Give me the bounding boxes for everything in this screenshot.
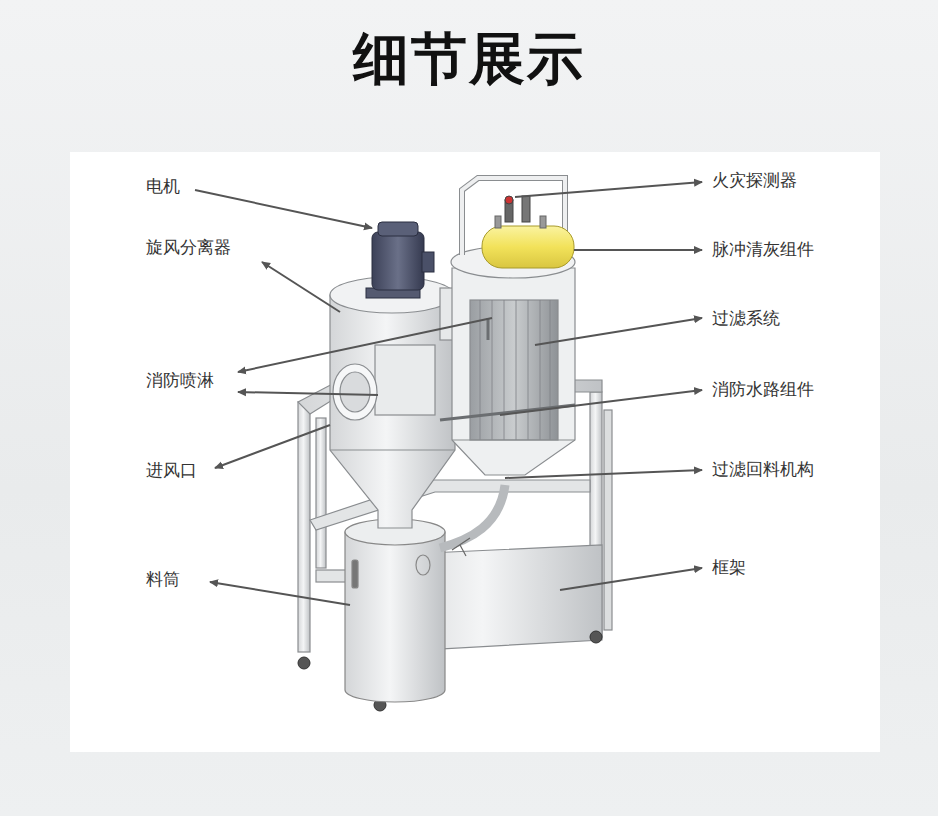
part-label: 脉冲清灰组件 xyxy=(712,239,814,259)
part-label: 料筒 xyxy=(146,569,180,589)
return-valve xyxy=(452,538,470,556)
part-label: 电机 xyxy=(146,176,180,196)
cyclone-separator xyxy=(330,277,455,528)
part-label: 消防喷淋 xyxy=(146,370,214,390)
page-title: 细节展示 xyxy=(0,22,938,98)
part-label: 火灾探测器 xyxy=(712,170,797,190)
part-label: 进风口 xyxy=(146,460,197,480)
fire-water-pipe xyxy=(440,318,575,420)
part-label: 框架 xyxy=(712,557,746,577)
fire-detector xyxy=(505,196,530,222)
part-label: 消防水路组件 xyxy=(712,379,814,399)
part-label: 旋风分离器 xyxy=(146,237,231,257)
wheels xyxy=(298,631,602,711)
return-hose xyxy=(440,485,505,548)
part-label: 过滤系统 xyxy=(712,308,780,328)
filter-housing xyxy=(451,178,575,475)
part-label: 过滤回料机构 xyxy=(712,459,814,479)
leader-lines xyxy=(195,182,702,605)
motor xyxy=(366,222,434,298)
material-barrel xyxy=(345,519,445,702)
pulse-tank xyxy=(482,216,574,268)
